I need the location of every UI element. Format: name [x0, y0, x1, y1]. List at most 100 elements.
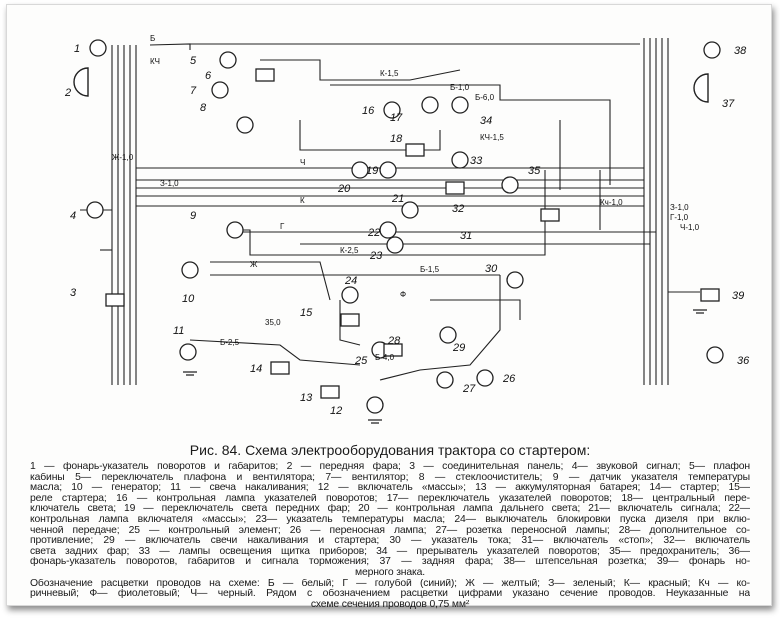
wire-label: Ч	[300, 158, 305, 167]
legend-line: реле стартера; 16 — контрольная лампа ук…	[30, 493, 750, 504]
wire-label: Б	[150, 34, 155, 43]
component-5-symbol	[219, 51, 237, 69]
wire-label: Б-1,5	[420, 265, 440, 274]
component-15-symbol	[340, 313, 360, 327]
component-number-13: 13	[300, 392, 313, 404]
component-number-27: 27	[462, 383, 476, 395]
legend-line: противление; 29 — включатель свечи накал…	[30, 536, 750, 547]
component-36-symbol	[706, 346, 724, 364]
component-number-39: 39	[732, 290, 744, 302]
component-16-symbol	[383, 101, 401, 119]
component-number-22: 22	[367, 227, 380, 239]
figure-legend: 1 — фонарь-указатель поворотов и габарит…	[30, 462, 750, 610]
component-32-symbol	[445, 181, 465, 195]
wire	[430, 299, 521, 320]
wire-label: Ж-1,0	[112, 153, 134, 162]
component-14-symbol	[270, 361, 290, 375]
component-19-symbol	[379, 161, 397, 179]
component-number-16: 16	[362, 105, 375, 117]
wire-label: Б-2,5	[220, 338, 240, 347]
component-34-symbol	[451, 96, 469, 114]
component-number-20: 20	[337, 183, 351, 195]
component-1-symbol	[89, 39, 107, 57]
wire-label: Б-4,0	[375, 353, 395, 362]
component-20-symbol	[351, 161, 369, 179]
wiring-diagram: 1234567891011121314151617181920212223242…	[64, 34, 750, 424]
component-29-symbol	[439, 326, 457, 344]
component-33-symbol	[451, 151, 469, 169]
component-number-28: 28	[387, 335, 401, 347]
legend-line: ключатель света; 19 — переключатель свет…	[30, 504, 750, 515]
wire-label: Кч-1,0	[600, 198, 623, 207]
legend-line: мерного знака.	[354, 567, 426, 578]
component-number-24: 24	[344, 275, 357, 287]
wire-label: 35,0	[265, 318, 281, 327]
component-number-29: 29	[452, 342, 465, 354]
component-27-symbol	[436, 371, 454, 389]
wire	[330, 84, 611, 185]
legend-line: контрольная лампа включателя «массы»; 23…	[30, 514, 750, 525]
wire-label: Ч-1,0	[680, 223, 700, 232]
component-number-2: 2	[64, 87, 71, 99]
component-number-14: 14	[250, 363, 262, 375]
component-21-symbol	[401, 201, 419, 219]
ground-symbol	[693, 309, 707, 314]
component-23-symbol	[386, 236, 404, 254]
component-number-31: 31	[460, 230, 472, 242]
wire-label: З-1,0	[670, 203, 689, 212]
wire-label: К-2,5	[340, 246, 359, 255]
component-17-symbol	[421, 96, 439, 114]
figure-caption-title: Рис. 84. Схема электрооборудования тракт…	[189, 442, 591, 458]
component-number-36: 36	[737, 355, 750, 367]
component-number-23: 23	[369, 250, 383, 262]
wire-label: Б-6,0	[475, 93, 495, 102]
legend-line: ричневый; Ф— фиолетовый; Ч— черный. Рядо…	[30, 589, 750, 600]
wire-label: Б-1,0	[450, 83, 470, 92]
legend-line: масла; 10 — генератор; 11 — свеча накали…	[30, 483, 750, 494]
legend-line: ченной передаче; 25 — контрольный элемен…	[30, 525, 750, 536]
component-11-symbol	[179, 343, 197, 361]
component-6-symbol	[255, 68, 275, 82]
lamp-2-symbol	[73, 67, 89, 97]
legend-line: света задних фар; 33 — лампы освещения щ…	[30, 546, 750, 557]
component-number-26: 26	[502, 373, 516, 385]
wire	[299, 120, 441, 151]
legend-line: Обозначение расцветки проводов на схеме:…	[30, 578, 750, 589]
wire	[260, 59, 461, 81]
component-number-12: 12	[330, 405, 342, 417]
wire-label: Ж	[250, 260, 258, 269]
component-18-symbol	[405, 143, 425, 157]
component-7-symbol	[211, 81, 229, 99]
component-number-19: 19	[366, 165, 378, 177]
component-31-symbol	[540, 208, 560, 222]
wire	[149, 43, 191, 50]
legend-line: 1 — фонарь-указатель поворотов и габарит…	[30, 462, 750, 472]
component-number-7: 7	[190, 85, 197, 97]
component-number-3: 3	[70, 287, 77, 299]
component-12-symbol	[366, 396, 384, 414]
component-number-18: 18	[390, 133, 403, 145]
component-number-33: 33	[470, 155, 483, 167]
component-26-symbol	[476, 369, 494, 387]
legend-line: фонарь-указатель поворотов, габаритов и …	[30, 557, 750, 568]
component-9-symbol	[226, 221, 244, 239]
component-30-symbol	[506, 271, 524, 289]
component-4-symbol	[86, 201, 104, 219]
component-10-symbol	[181, 261, 199, 279]
wire	[210, 261, 331, 301]
component-number-34: 34	[480, 115, 492, 127]
legend-line: кабины 5— переключатель плафона и вентил…	[30, 472, 750, 483]
component-number-11: 11	[173, 325, 184, 337]
component-35-symbol	[501, 176, 519, 194]
ground-symbol	[368, 419, 382, 424]
wire-label: Г-1,0	[670, 213, 689, 222]
component-8-symbol	[236, 116, 254, 134]
component-28-symbol	[383, 343, 403, 357]
wire-label: К-1,5	[380, 69, 399, 78]
component-number-5: 5	[190, 55, 197, 67]
wire	[339, 300, 361, 346]
component-number-30: 30	[485, 263, 498, 275]
wire	[189, 339, 361, 366]
component-number-32: 32	[452, 203, 464, 215]
component-number-37: 37	[722, 98, 735, 110]
